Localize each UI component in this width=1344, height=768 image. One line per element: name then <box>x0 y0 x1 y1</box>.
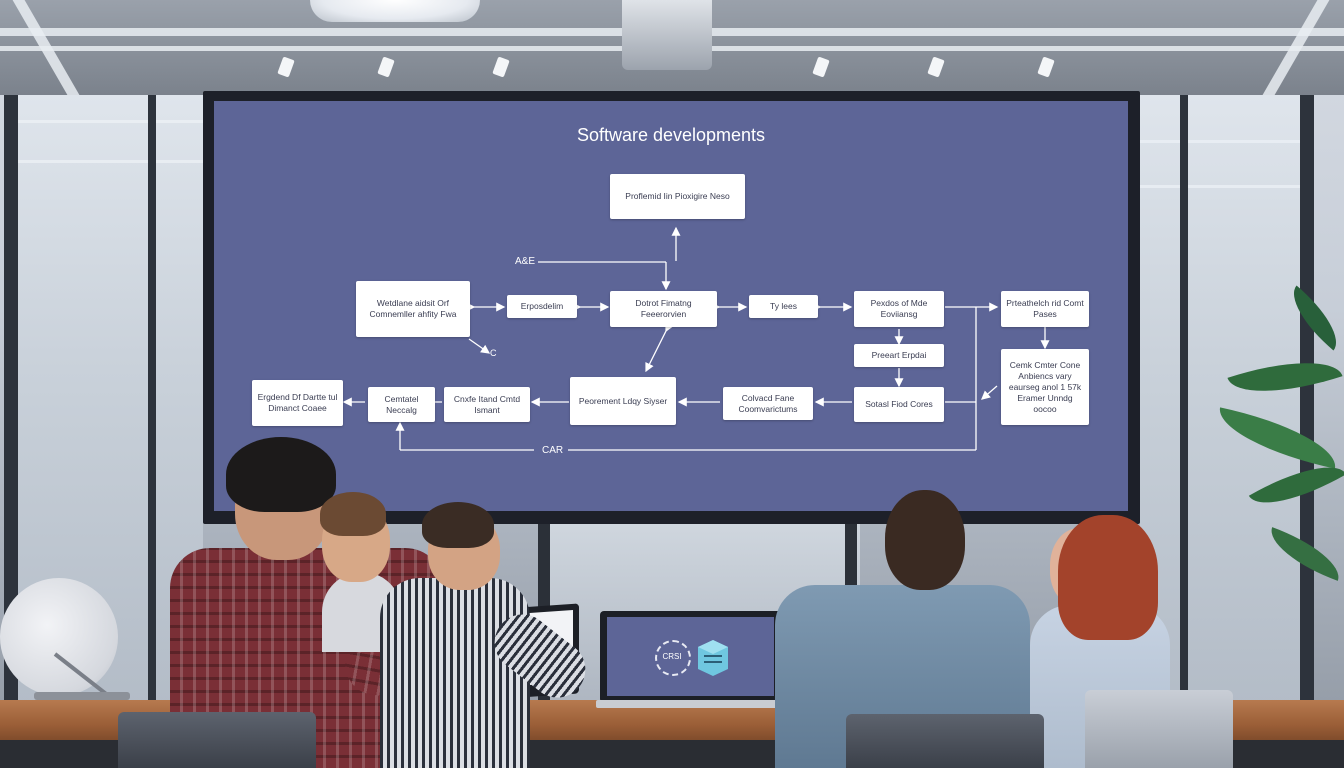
window-reflection <box>1140 185 1310 188</box>
flow-box: Ty lees <box>749 295 818 318</box>
flow-box-left-large: Wetdlane aidsit Orf Comnemller ahfity Fw… <box>356 281 470 337</box>
chair <box>118 712 316 768</box>
flow-box-top: Proflemid Iin Pioxigire Neso <box>610 174 745 219</box>
projector <box>622 0 712 70</box>
connector <box>981 385 998 400</box>
flow-box: Cnxfe Itand Cmtd Ismant <box>444 387 530 422</box>
flow-box: Peorement Ldqy Siyser <box>570 377 676 425</box>
laptop-center-base <box>596 700 786 708</box>
flow-box: Sotasl Fiod Cores <box>854 387 944 422</box>
ceiling-light <box>310 0 480 22</box>
flow-box: Erposdelim <box>507 295 577 318</box>
lamp-base <box>34 692 130 700</box>
chair <box>846 714 1044 768</box>
window-frame <box>1300 95 1314 768</box>
flow-box-right-large: Cemk Cmter Cone Anbiencs vary eaurseg an… <box>1001 349 1089 425</box>
person-hair <box>226 437 336 512</box>
desk-lamp <box>0 578 118 696</box>
flow-box: Prteathelch rid Comt Pases <box>1001 291 1089 327</box>
flow-box: Dotrot Fimatng Feeerorvien <box>610 291 717 327</box>
flow-box: Ergdend Df Dartte tul Dimanct Coaee <box>252 380 343 426</box>
person-hair <box>422 502 494 548</box>
gear-icon <box>655 640 691 676</box>
person-hair <box>1058 515 1158 640</box>
flow-label-c: C <box>490 348 497 358</box>
flow-box: Pexdos of Mde Eoviiansg <box>854 291 944 327</box>
flow-label-ae: A&E <box>515 256 536 267</box>
window-frame <box>1180 95 1188 768</box>
flow-box: Preeart Erpdai <box>854 344 944 367</box>
connector <box>645 321 674 373</box>
presentation-screen: Software developments <box>214 101 1128 511</box>
laptop-icon-text: CRSI <box>662 652 682 661</box>
cube-icon <box>698 640 728 676</box>
person-hair <box>320 492 386 536</box>
window-reflection <box>18 160 203 163</box>
flow-box: Colvacd Fane Coomvarictums <box>723 387 813 420</box>
window-frame <box>148 95 156 768</box>
flow-connectors <box>342 226 1050 451</box>
chair <box>1085 690 1233 768</box>
connector <box>468 338 491 354</box>
person-head <box>885 490 965 590</box>
flow-box: Cemtatel Neccalg <box>368 387 435 422</box>
window-reflection <box>18 120 203 123</box>
window-reflection <box>1140 140 1310 143</box>
window-pane-right <box>1140 95 1310 705</box>
flow-label-car: CAR <box>542 445 564 456</box>
screen-title: Software developments <box>576 125 766 145</box>
person-checked-shirt <box>380 578 530 768</box>
